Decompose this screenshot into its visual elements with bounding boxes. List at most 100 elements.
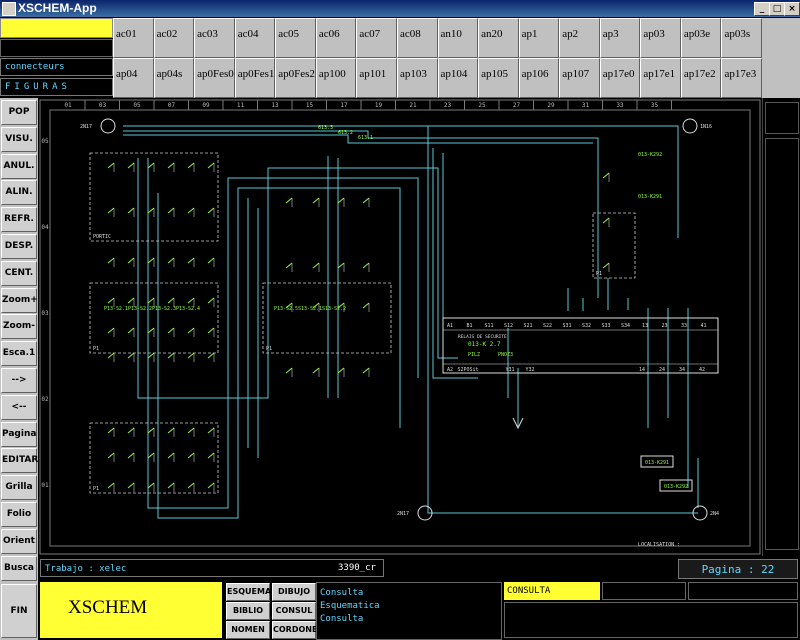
switch-symbol [362, 367, 370, 374]
column-label: 05 [133, 102, 141, 109]
nomen-button[interactable]: NOMEN [226, 621, 270, 639]
layer-button[interactable]: ac04 [234, 18, 276, 58]
sidebar-button[interactable]: CENT. [1, 260, 37, 286]
layer-button[interactable]: ap17e2 [680, 58, 722, 98]
sidebar-button[interactable]: Grilla [1, 475, 37, 501]
sidebar-button[interactable]: Busca [1, 555, 37, 581]
k-label: 013-K291 [638, 194, 662, 200]
switch-symbol [167, 162, 175, 169]
group-label: P1 [596, 271, 602, 277]
right-box [765, 102, 799, 134]
page-indicator: Pagina : 22 [678, 559, 798, 579]
consulta-field[interactable]: CONSULTA [504, 582, 600, 600]
layer-button[interactable]: ap0Fes1 [234, 58, 276, 98]
switch-symbol [337, 302, 345, 309]
switch-symbol [147, 207, 155, 214]
sidebar-button[interactable]: Orient [1, 528, 37, 554]
consul-button[interactable]: CONSUL [272, 602, 316, 620]
biblio-button[interactable]: BIBLIO [226, 602, 270, 620]
layer-button[interactable]: ap101 [356, 58, 397, 98]
sidebar-button[interactable]: <-- [1, 394, 37, 420]
switch-symbol [187, 427, 195, 434]
switch-symbol [207, 162, 215, 169]
switch-symbol [207, 352, 215, 359]
layer-button[interactable]: ap03 [640, 18, 681, 58]
esquema-button[interactable]: ESQUEMA [226, 583, 271, 601]
minimize-button[interactable]: _ [754, 2, 770, 16]
connectors-selector[interactable]: connecteurs [0, 58, 113, 76]
layer-button[interactable]: ac06 [315, 18, 357, 58]
switch-symbol [107, 352, 115, 359]
sidebar-button[interactable]: Zoom+ [1, 287, 38, 313]
layer-button[interactable]: ac08 [396, 18, 438, 58]
layer-button[interactable]: ap17e0 [599, 58, 641, 98]
dibujo-button[interactable]: DIBUJO [272, 583, 316, 601]
layer-button[interactable]: ap0Fes0 [194, 58, 235, 98]
sidebar-button[interactable]: Esca.1 [1, 341, 37, 367]
layer-button[interactable]: ac07 [356, 18, 397, 58]
consulta-item[interactable]: Consulta [320, 588, 364, 598]
switch-symbol [285, 367, 293, 374]
consulta-item[interactable]: Esquematica [320, 601, 380, 611]
layer-button[interactable]: ap107 [559, 58, 600, 98]
sidebar-button[interactable]: Zoom- [1, 314, 37, 340]
layer-button[interactable]: ac03 [194, 18, 235, 58]
terminal-arrow [512, 417, 524, 430]
layer-button[interactable]: ap105 [478, 58, 519, 98]
sidebar-button[interactable]: POP [1, 100, 37, 125]
layer-button[interactable]: ap0Fes2 [275, 58, 316, 98]
maximize-button[interactable]: □ [769, 2, 785, 16]
row-label: 05 [41, 138, 49, 145]
consulta-item[interactable]: Consulta [320, 614, 364, 624]
sidebar-button[interactable]: --> [1, 368, 37, 393]
k-box [640, 455, 674, 468]
sidebar-button[interactable]: DESP. [1, 234, 37, 259]
layer-button[interactable]: ap103 [396, 58, 438, 98]
figures-selector[interactable]: FIGURAS [0, 78, 113, 96]
layer-button[interactable]: ap2 [559, 18, 600, 58]
switch-symbol [312, 262, 320, 269]
sidebar-button[interactable]: Folio [1, 502, 37, 527]
contact-label: S13-S2.2 [322, 306, 346, 312]
layer-button[interactable]: ac05 [275, 18, 316, 58]
layer-button[interactable]: an10 [437, 18, 479, 58]
layer-button[interactable]: ap1 [518, 18, 560, 58]
component-group [89, 152, 219, 242]
layer-button[interactable]: ac01 [113, 18, 154, 58]
fin-button[interactable]: FIN [1, 584, 37, 638]
layer-button[interactable]: ap17e1 [640, 58, 681, 98]
switch-symbol [207, 207, 215, 214]
layer-button[interactable]: ap104 [437, 58, 479, 98]
bottom-panel: XSCHEM ESQUEMA DIBUJO BIBLIO CONSUL NOME… [38, 582, 800, 640]
layer-button[interactable]: an20 [478, 18, 519, 58]
wire [123, 125, 679, 238]
switch-symbol [285, 262, 293, 269]
column-label: 27 [513, 102, 521, 109]
switch-symbol [167, 482, 175, 489]
contact-label: P13-S2.3 [152, 306, 176, 312]
layer-button[interactable]: ap106 [518, 58, 560, 98]
sidebar-button[interactable]: Pagina [1, 421, 37, 447]
layer-button[interactable]: ap03e [680, 18, 722, 58]
layer-button[interactable]: ap04s [153, 58, 195, 98]
sidebar-button[interactable]: ANUL. [1, 153, 37, 179]
switch-symbol [147, 162, 155, 169]
sidebar-button[interactable]: VISU. [1, 126, 37, 152]
switch-symbol [312, 302, 320, 309]
sidebar-button[interactable]: REFR. [1, 207, 37, 233]
command-input[interactable] [0, 18, 113, 38]
layer-button[interactable]: ap17e3 [721, 58, 762, 98]
close-button[interactable]: × [784, 2, 800, 16]
sidebar-button[interactable]: EDITAR [1, 448, 38, 474]
layer-button[interactable]: ap03s [721, 18, 762, 58]
layer-button[interactable]: ap04 [113, 58, 154, 98]
layer-button[interactable]: ap100 [315, 58, 357, 98]
cordones-button[interactable]: CORDONES [272, 621, 323, 639]
sidebar-button[interactable]: ALIN. [1, 180, 37, 206]
layer-button[interactable]: ap3 [599, 18, 641, 58]
layer-button[interactable]: ac02 [153, 18, 195, 58]
relay-subtitle: PILZ [468, 352, 480, 358]
